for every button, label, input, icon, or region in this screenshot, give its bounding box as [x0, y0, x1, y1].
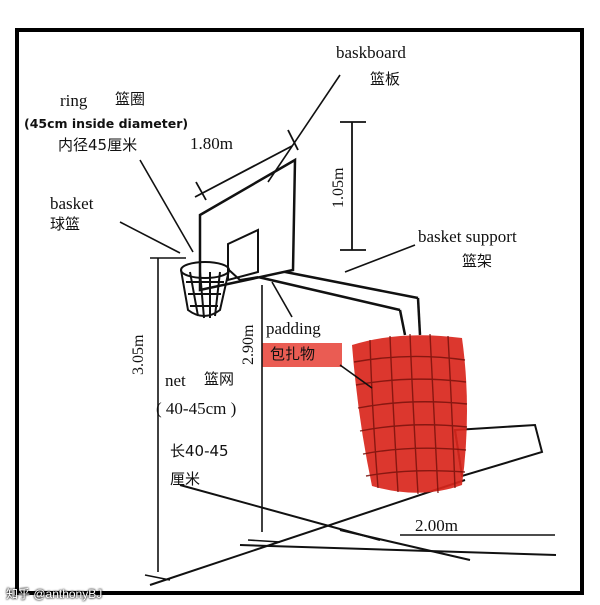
ring-label-cn: 篮圈 [115, 90, 146, 108]
width-dimension [194, 129, 299, 201]
backboard-height-dimension [340, 121, 366, 251]
padding-label-cn: 包扎物 [270, 345, 316, 363]
padding-label-en: padding [266, 319, 321, 338]
height-lines [144, 257, 281, 581]
floor-lines [149, 479, 557, 586]
backboard-label-en: baskboard [336, 43, 406, 62]
support-base [453, 423, 544, 478]
ring-spec-cn-label: 内径45厘米 [58, 136, 138, 154]
net-label-en: net [165, 371, 186, 390]
backboard-label-cn: 篮板 [370, 70, 401, 88]
padding-block [352, 333, 468, 495]
backboard [198, 157, 297, 292]
support-label-en: basket support [418, 227, 517, 246]
support-label-cn: 篮架 [462, 252, 493, 270]
net-length-line1: 长40-45 [170, 442, 229, 460]
padding-label-highlight [262, 343, 342, 367]
net-label-cn: 篮网 [204, 370, 235, 388]
board-width-label: 1.80m [190, 134, 233, 153]
board-height-label: 1.05m [330, 167, 347, 208]
ring-spec-label: (45cm inside diameter) [24, 116, 189, 131]
basket-label-en: basket [50, 194, 94, 213]
basket-net [180, 261, 259, 319]
leader-lines [119, 74, 416, 389]
board-bottom-height-label: 2.90m [240, 324, 257, 365]
frame-border [15, 28, 584, 595]
ring-label-en: ring [60, 91, 88, 110]
support-distance-label: 2.00m [415, 516, 458, 535]
net-size-label: ( 40-45cm ) [156, 399, 237, 418]
watermark: 知乎 @anthonyBJ [6, 587, 103, 601]
rim-height-label: 3.05m [130, 334, 147, 375]
net-length-line2: 厘米 [170, 470, 201, 488]
basket-label-cn: 球篮 [50, 215, 81, 233]
support-arm [257, 266, 422, 336]
